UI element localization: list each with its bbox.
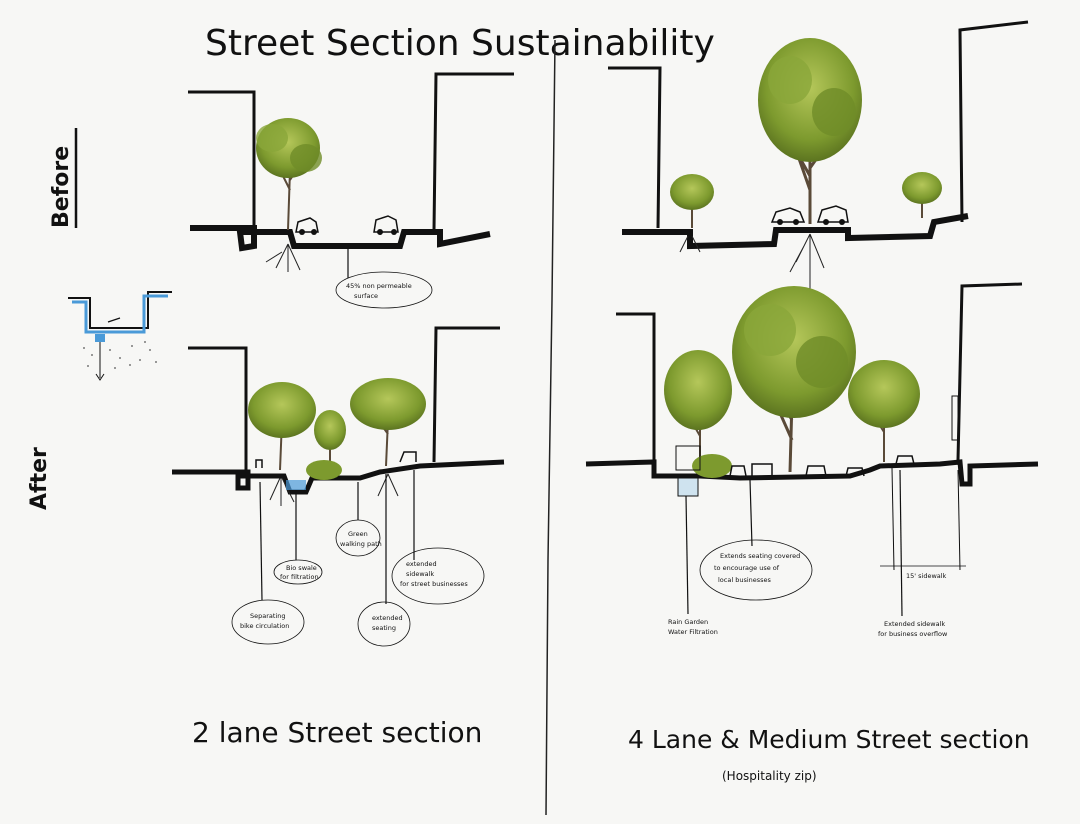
row-label-before: Before [49,146,74,228]
callout-sidewalk-line2: sidewalk [406,570,434,578]
callout-extended-sidewalk-line2: for business overflow [878,630,948,638]
callout-right-seating-line3: local businesses [718,576,772,584]
right-section-subcaption: (Hospitality zip) [722,769,817,783]
callout-impermeable-line1: 45% non permeable [346,282,412,290]
callout-bioswale-line1: Bio swale [286,564,317,572]
left-section-caption: 2 lane Street section [192,716,482,749]
callout-bike-line2: bike circulation [240,622,289,630]
callout-right-seating-line2: to encourage use of [714,564,780,572]
callout-green-path-line2: walking path [340,540,382,548]
callout-bioswale-line2: for filtration [280,573,319,581]
row-label-after: After [27,447,52,510]
callout-rain-garden-line2: Water Filtration [668,628,718,636]
right-section-caption: 4 Lane & Medium Street section [628,725,1030,754]
bioswale-water [286,480,306,490]
callout-seating-line2: seating [372,624,396,632]
callout-extended-sidewalk-line1: Extended sidewalk [884,620,945,628]
callout-rain-garden-line1: Rain Garden [668,618,708,626]
callout-bike-line1: Separating [250,612,286,620]
callout-sidewalk-width: 15' sidewalk [906,572,947,580]
page-title: Street Section Sustainability [205,23,715,64]
rain-garden-box [678,478,698,496]
callout-sidewalk-line3: for street businesses [400,580,468,588]
callout-impermeable-line2: surface [354,292,378,300]
callout-right-seating-line1: Extends seating covered [720,552,800,560]
callout-green-path-line1: Green [348,530,368,538]
callout-seating-line1: extended [372,614,403,622]
callout-sidewalk-line1: extended [406,560,437,568]
